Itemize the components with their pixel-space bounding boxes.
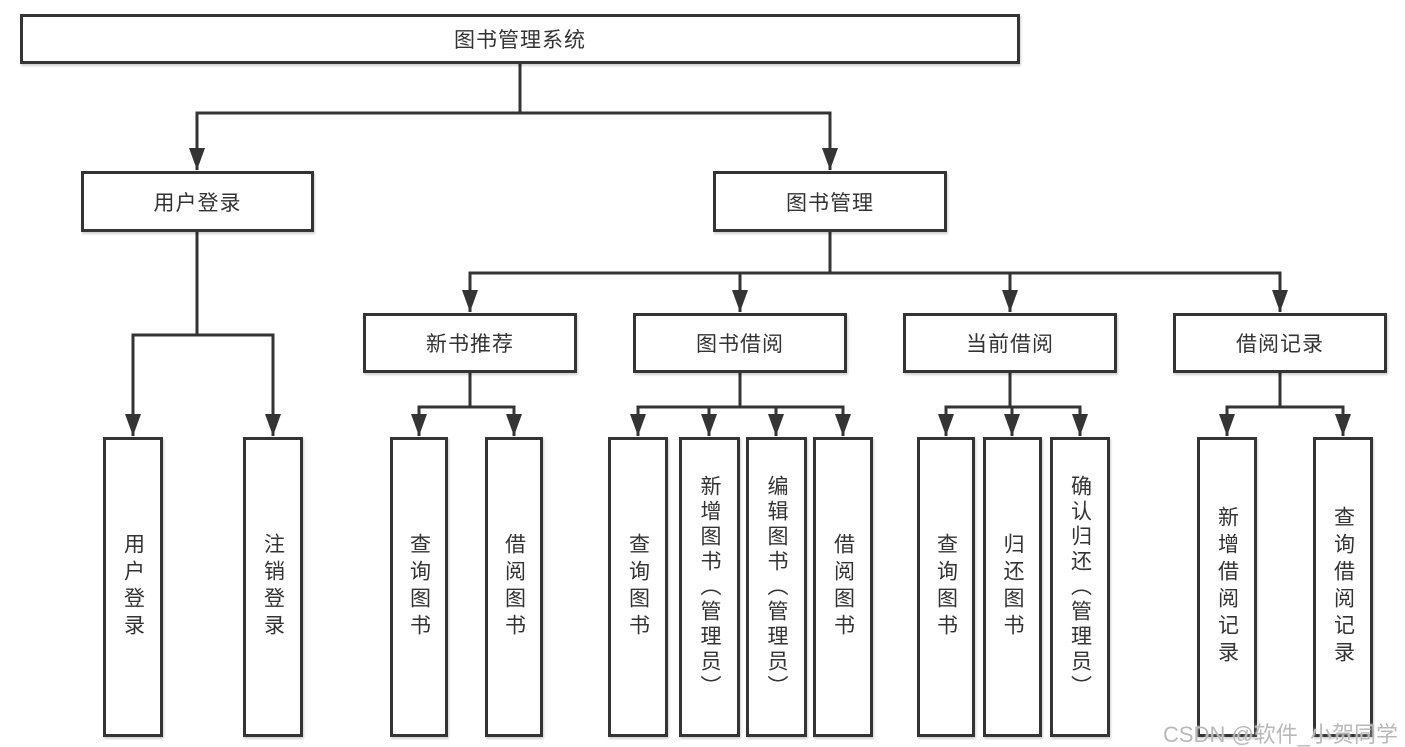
leaf-current-return-books: 归还图书 [983, 437, 1042, 737]
node-book-management: 图书管理 [713, 171, 947, 232]
leaf-current-query-books-label: 查询图书 [934, 533, 958, 641]
leaf-logout: 注销登录 [243, 437, 303, 737]
leaf-borrow-edit-books-admin-label: 编辑图书（管理员） [765, 474, 788, 700]
leaf-user-login-label: 用户登录 [121, 533, 145, 641]
leaf-records-query-record-label: 查询借阅记录 [1331, 506, 1355, 668]
leaf-recommend-query-books: 查询图书 [390, 437, 448, 737]
leaf-borrow-add-books-admin-label: 新增图书（管理员） [698, 474, 721, 700]
root-node-library-system: 图书管理系统 [20, 14, 1020, 64]
node-current-borrow: 当前借阅 [903, 313, 1117, 373]
node-new-book-recommend-label: 新书推荐 [426, 333, 514, 356]
leaf-borrow-borrow-books: 借阅图书 [813, 437, 873, 737]
node-borrow-records-label: 借阅记录 [1236, 333, 1324, 356]
leaf-borrow-borrow-books-label: 借阅图书 [831, 533, 855, 641]
leaf-borrow-edit-books-admin: 编辑图书（管理员） [746, 437, 807, 737]
leaf-logout-label: 注销登录 [261, 533, 285, 641]
node-book-management-label: 图书管理 [786, 191, 874, 215]
node-borrow-records: 借阅记录 [1173, 313, 1387, 373]
leaf-current-return-books-label: 归还图书 [1001, 533, 1024, 641]
leaf-current-query-books: 查询图书 [917, 437, 975, 737]
leaf-borrow-query-books-label: 查询图书 [626, 533, 650, 641]
leaf-borrow-query-books: 查询图书 [608, 437, 668, 737]
node-current-borrow-label: 当前借阅 [966, 333, 1054, 356]
node-user-login: 用户登录 [81, 171, 314, 232]
leaf-current-confirm-return-admin-label: 确认归还（管理员） [1068, 474, 1092, 700]
leaf-recommend-borrow-books-label: 借阅图书 [502, 533, 526, 641]
leaf-recommend-borrow-books: 借阅图书 [485, 437, 543, 737]
root-node-label: 图书管理系统 [454, 29, 586, 52]
leaf-recommend-query-books-label: 查询图书 [407, 533, 431, 641]
node-book-borrow-label: 图书借阅 [696, 333, 784, 356]
node-user-login-label: 用户登录 [153, 191, 242, 215]
csdn-watermark: CSDN @软件_小贺同学 [1163, 722, 1399, 747]
leaf-current-confirm-return-admin: 确认归还（管理员） [1050, 437, 1110, 737]
node-new-book-recommend: 新书推荐 [363, 313, 577, 373]
leaf-user-login: 用户登录 [103, 437, 163, 737]
leaf-records-add-record: 新增借阅记录 [1197, 437, 1257, 737]
node-book-borrow: 图书借阅 [633, 313, 847, 373]
leaf-records-query-record: 查询借阅记录 [1313, 437, 1373, 737]
leaf-borrow-add-books-admin: 新增图书（管理员） [679, 437, 740, 737]
leaf-records-add-record-label: 新增借阅记录 [1215, 506, 1239, 668]
